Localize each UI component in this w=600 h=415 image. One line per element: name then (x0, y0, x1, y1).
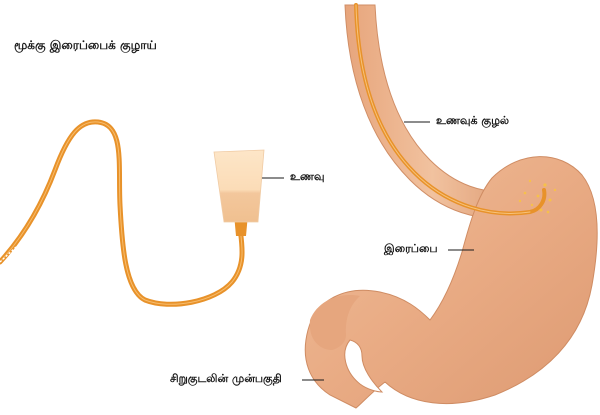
feeding-tube (0, 122, 248, 304)
stomach-label: இரைப்பை (384, 242, 438, 257)
duodenum-label: சிறுகுடலின் முன்பகுதி (170, 372, 282, 387)
esophagus-label: உணவுக் குழல் (436, 114, 509, 129)
stomach-organ (305, 5, 597, 408)
food-label: உணவு (290, 170, 325, 185)
feed-bag (214, 150, 264, 222)
diagram-title: மூக்கு இரைப்பைக் குழாய் (14, 38, 157, 54)
